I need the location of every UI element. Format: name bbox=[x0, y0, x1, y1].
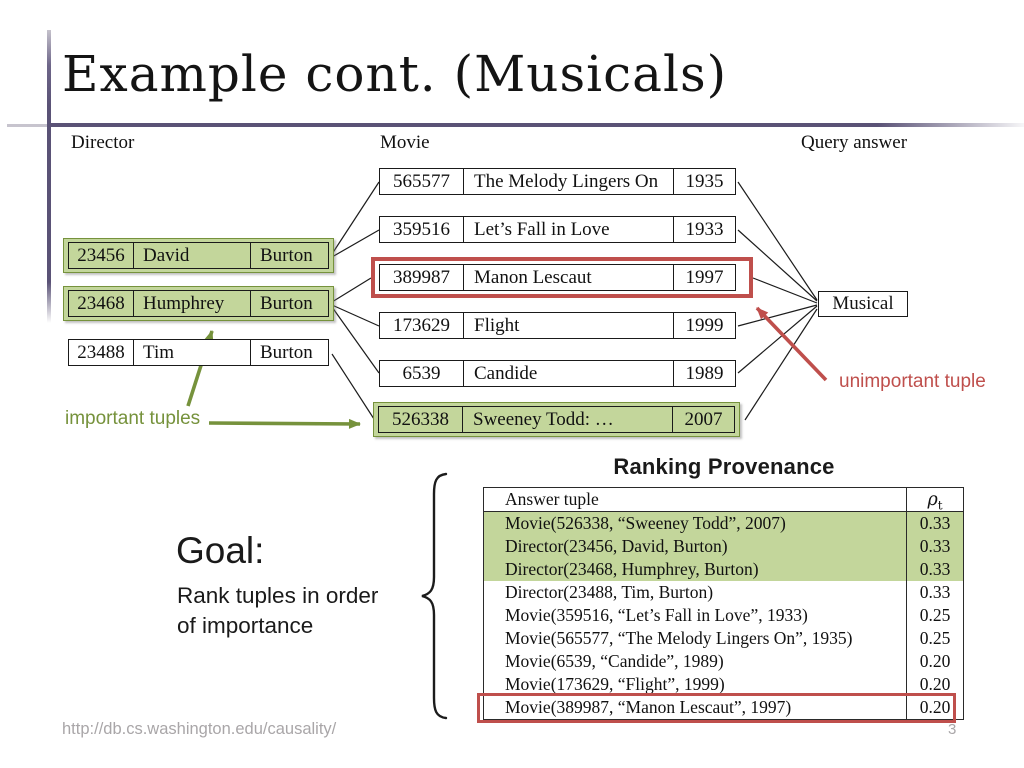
rho-value-cell: 0.33 bbox=[906, 535, 963, 558]
director-last-cell: Burton bbox=[250, 340, 328, 365]
important-arrow-right bbox=[208, 418, 361, 429]
movie-id-cell: 565577 bbox=[393, 171, 450, 192]
rho-symbol: ρ bbox=[927, 490, 938, 510]
ranking-row: Movie(173629, “Flight”, 1999) 0.20 bbox=[484, 673, 963, 696]
answer-tuple-header: Answer tuple bbox=[505, 489, 599, 509]
director-row-highlight-1: 23456 David Burton bbox=[63, 238, 334, 273]
unimportant-arrow bbox=[755, 306, 828, 382]
ranking-row: Movie(526338, “Sweeney Todd”, 2007) 0.33 bbox=[484, 512, 963, 535]
director-row-3: 23488 Tim Burton bbox=[68, 339, 329, 366]
accent-left-tick bbox=[7, 124, 47, 127]
movie-row-5: 6539 Candide 1989 bbox=[379, 360, 736, 387]
ranking-row: Director(23488, Tim, Burton) 0.33 bbox=[484, 581, 963, 604]
director-id-cell: 23488 bbox=[77, 342, 125, 363]
ranking-row: Director(23456, David, Burton) 0.33 bbox=[484, 535, 963, 558]
answer-tuple-cell: Movie(359516, “Let’s Fall in Love”, 1933… bbox=[505, 605, 808, 625]
director-last-cell: Burton bbox=[250, 243, 328, 268]
rho-value-cell: 0.20 bbox=[906, 673, 963, 696]
goal-text-line2: of importance bbox=[177, 613, 314, 638]
director-first-cell: Humphrey bbox=[133, 291, 250, 316]
answer-tuple-cell: Movie(173629, “Flight”, 1999) bbox=[505, 674, 725, 694]
movie-row-2: 359516 Let’s Fall in Love 1933 bbox=[379, 216, 736, 243]
director-id-cell: 23468 bbox=[69, 291, 133, 316]
movie-row-1: 565577 The Melody Lingers On 1935 bbox=[379, 168, 736, 195]
rho-value-cell: 0.33 bbox=[906, 512, 963, 535]
ranking-row: Movie(389987, “Manon Lescaut”, 1997) 0.2… bbox=[477, 693, 963, 723]
ranking-provenance-heading: Ranking Provenance bbox=[613, 454, 835, 479]
rho-value-cell: 0.33 bbox=[906, 558, 963, 581]
slide-title: Example cont. (Musicals) bbox=[62, 45, 728, 103]
movie-row-3: 389987 Manon Lescaut 1997 bbox=[379, 264, 736, 291]
unimportant-row-outline bbox=[477, 693, 956, 723]
rho-header: ρt bbox=[906, 488, 963, 513]
rho-value-cell: 0.20 bbox=[906, 650, 963, 673]
movie-id-cell: 526338 bbox=[379, 407, 462, 432]
goal-text: Rank tuples in order of importance bbox=[177, 581, 378, 641]
accent-horizontal-line bbox=[47, 123, 1024, 127]
ranking-header-row: Answer tuple ρt bbox=[484, 488, 963, 513]
ranking-row: Movie(6539, “Candide”, 1989) 0.20 bbox=[484, 650, 963, 673]
director-row-1: 23456 David Burton bbox=[68, 242, 329, 269]
movie-column-label: Movie bbox=[380, 132, 430, 153]
movie-year-cell: 1933 bbox=[673, 217, 735, 242]
rho-value-cell: 0.33 bbox=[906, 581, 963, 604]
footer-url: http://db.cs.washington.edu/causality/ bbox=[62, 720, 337, 738]
director-first-cell: Tim bbox=[133, 340, 250, 365]
goal-text-line1: Rank tuples in order bbox=[177, 583, 379, 608]
director-row-2: 23468 Humphrey Burton bbox=[68, 290, 329, 317]
ranking-row: Movie(565577, “The Melody Lingers On”, 1… bbox=[484, 627, 963, 650]
movie-title-cell: Sweeney Todd: … bbox=[462, 407, 672, 432]
answer-tuple-cell: Movie(389987, “Manon Lescaut”, 1997) bbox=[505, 697, 792, 717]
unimportant-tuple-label: unimportant tuple bbox=[839, 371, 986, 392]
answer-tuple-cell: Director(23468, Humphrey, Burton) bbox=[505, 559, 759, 579]
rho-value-cell: 0.20 bbox=[906, 696, 963, 719]
movie-id-cell: 359516 bbox=[393, 219, 450, 240]
movie-title-cell: Flight bbox=[463, 313, 673, 338]
curly-brace bbox=[421, 472, 448, 720]
movie-year-cell: 2007 bbox=[672, 407, 734, 432]
movie-title-cell: The Melody Lingers On bbox=[463, 169, 673, 194]
accent-vertical-line bbox=[47, 30, 51, 323]
goal-heading: Goal: bbox=[176, 530, 265, 571]
director-column-label: Director bbox=[71, 132, 135, 153]
movie-row-4: 173629 Flight 1999 bbox=[379, 312, 736, 339]
director-last-cell: Burton bbox=[250, 291, 328, 316]
rho-value-cell: 0.25 bbox=[906, 604, 963, 627]
rho-subscript: t bbox=[937, 498, 943, 513]
answer-tuple-cell: Movie(6539, “Candide”, 1989) bbox=[505, 651, 724, 671]
movie-title-cell: Candide bbox=[463, 361, 673, 386]
movie-year-cell: 1997 bbox=[673, 265, 735, 290]
answer-tuple-cell: Movie(565577, “The Melody Lingers On”, 1… bbox=[505, 628, 853, 648]
movie-title-cell: Manon Lescaut bbox=[463, 265, 673, 290]
movie-id-cell: 173629 bbox=[393, 315, 450, 336]
unimportant-tuple-outline bbox=[371, 257, 753, 298]
answer-tuple-cell: Movie(526338, “Sweeney Todd”, 2007) bbox=[505, 513, 786, 533]
rho-value-cell: 0.25 bbox=[906, 627, 963, 650]
page-number: 3 bbox=[948, 721, 957, 738]
query-answer-column-label: Query answer bbox=[801, 132, 908, 153]
answer-tuple-cell: Director(23456, David, Burton) bbox=[505, 536, 728, 556]
answer-tuple-cell: Director(23488, Tim, Burton) bbox=[505, 582, 714, 602]
ranking-row: Director(23468, Humphrey, Burton) 0.33 bbox=[484, 558, 963, 581]
query-answer-box: Musical bbox=[818, 291, 908, 317]
director-row-highlight-2: 23468 Humphrey Burton bbox=[63, 286, 334, 321]
movie-row-highlight-6: 526338 Sweeney Todd: … 2007 bbox=[373, 402, 740, 437]
movie-title-cell: Let’s Fall in Love bbox=[463, 217, 673, 242]
movie-year-cell: 1935 bbox=[673, 169, 735, 194]
important-tuples-label: important tuples bbox=[65, 408, 201, 429]
director-id-cell: 23456 bbox=[69, 243, 133, 268]
ranking-row: Movie(359516, “Let’s Fall in Love”, 1933… bbox=[484, 604, 963, 627]
director-first-cell: David bbox=[133, 243, 250, 268]
movie-row-6: 526338 Sweeney Todd: … 2007 bbox=[378, 406, 735, 433]
movie-id-cell: 389987 bbox=[393, 267, 450, 288]
ranking-provenance-table: Answer tuple ρt Movie(526338, “Sweeney T… bbox=[477, 487, 964, 723]
movie-id-cell: 6539 bbox=[402, 363, 441, 384]
movie-year-cell: 1989 bbox=[673, 361, 735, 386]
movie-year-cell: 1999 bbox=[673, 313, 735, 338]
